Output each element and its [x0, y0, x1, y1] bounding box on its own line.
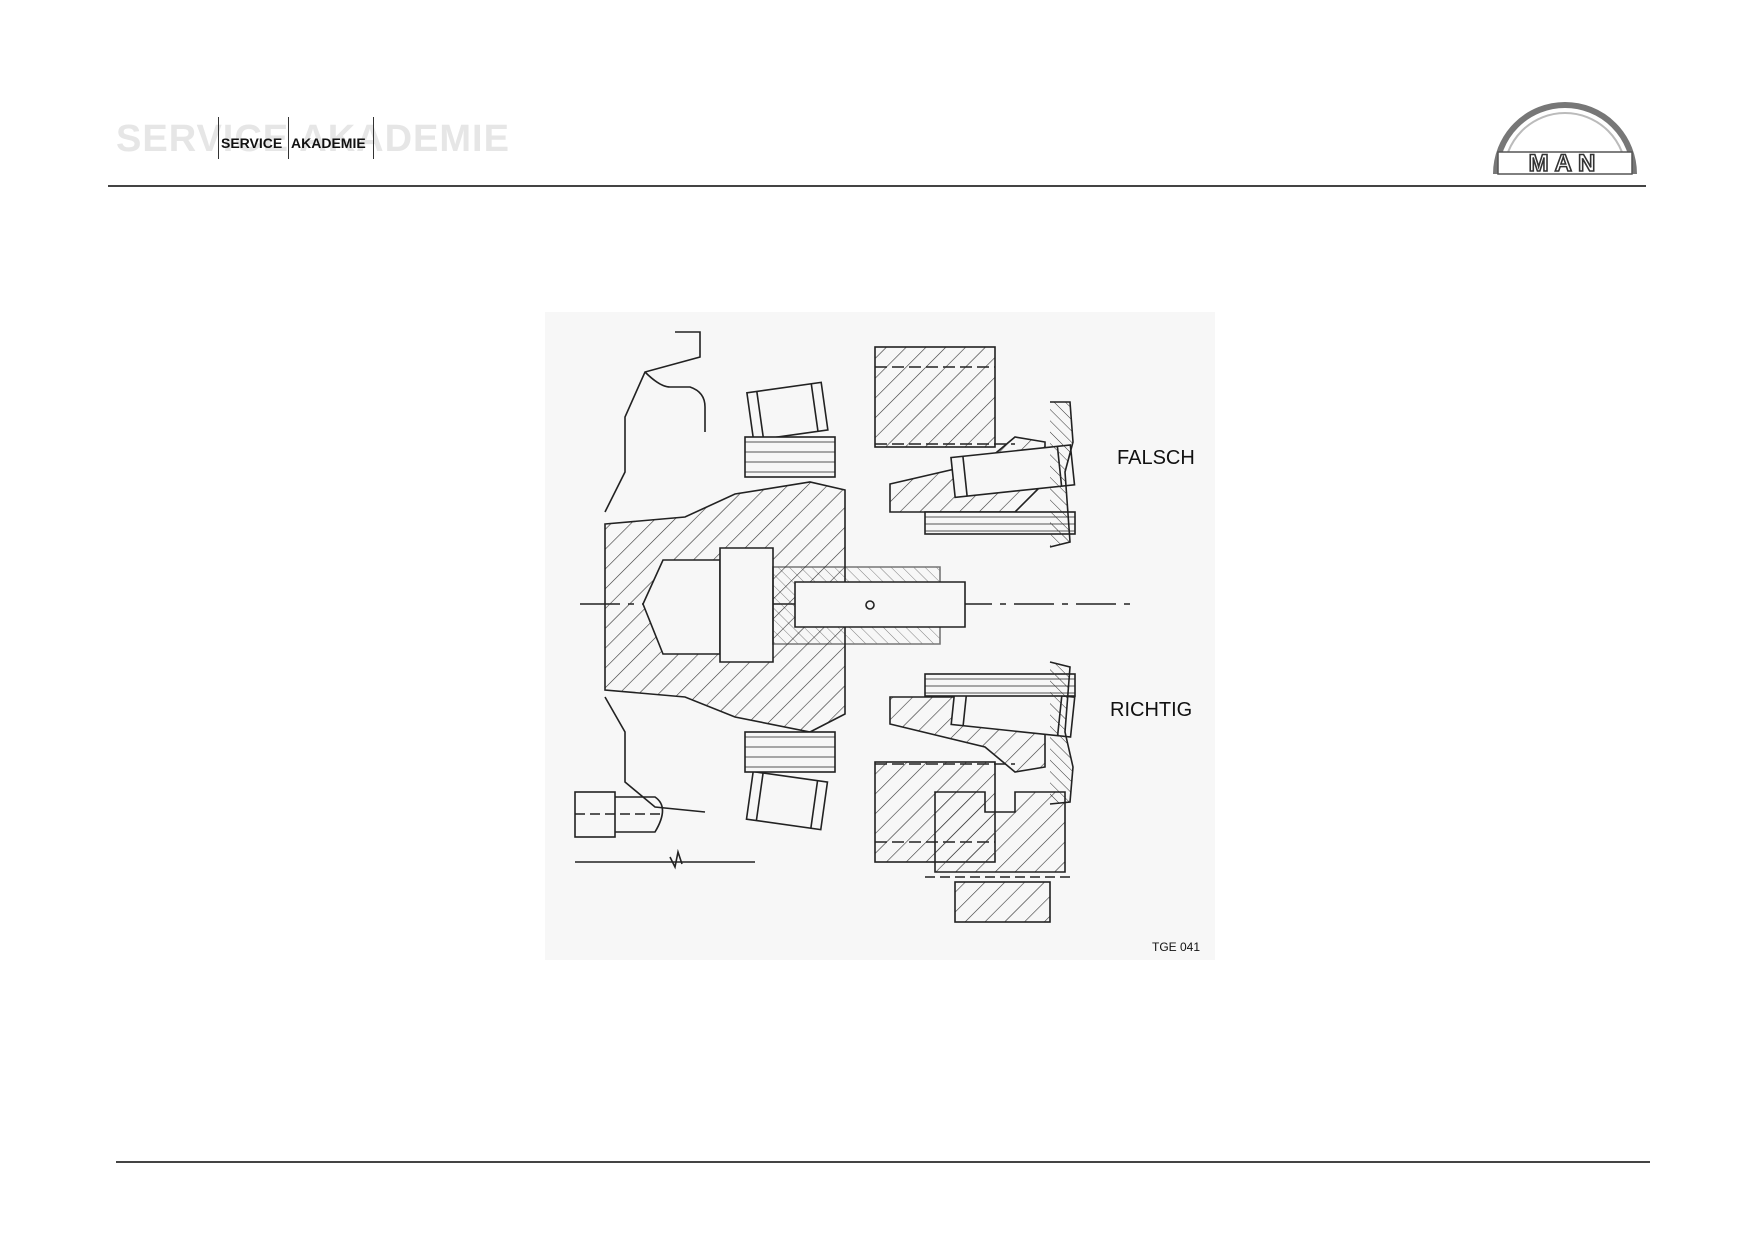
drawing-svg: [574, 331, 1130, 923]
man-logo-graphic: MAN: [1493, 102, 1637, 178]
label-falsch: FALSCH: [1117, 447, 1195, 469]
header-divider-1: [218, 117, 219, 159]
header-divider-2: [288, 117, 289, 159]
footer-rule: [116, 1161, 1650, 1163]
header-divider-3: [373, 117, 374, 159]
header-service-label: SERVICE: [221, 135, 283, 151]
technical-drawing: FALSCH RICHTIG TGE 041: [545, 312, 1215, 960]
header-watermark: SERVICE AKADEMIE: [116, 118, 510, 160]
figure-code: TGE 041: [1152, 940, 1201, 954]
logo-text: MAN: [1529, 150, 1602, 177]
label-richtig: RICHTIG: [1110, 699, 1193, 721]
header-akademie-label: AKADEMIE: [291, 135, 366, 151]
man-logo: MAN: [1490, 98, 1640, 183]
header-rule: [108, 185, 1646, 187]
